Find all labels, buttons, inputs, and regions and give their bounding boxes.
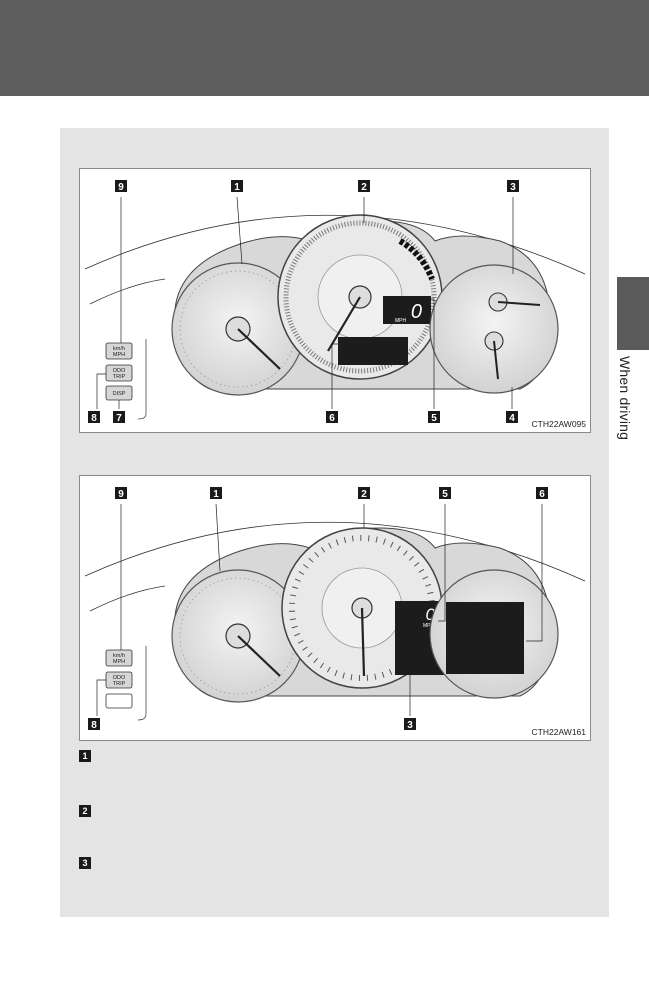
digital-speed-unit: MPH [395, 318, 407, 324]
callout-9: 9 [115, 180, 127, 193]
odo-button-label-top: ODO [113, 675, 126, 681]
figure-code: CTH22AW095 [531, 419, 586, 429]
unit-button-label-top: km/h [113, 653, 125, 659]
callout-2: 2 [358, 487, 370, 500]
legend-badge-2: 2 [79, 805, 91, 817]
digital-speed-unit: MPH [423, 623, 435, 629]
callout-leaders-1 [96, 196, 514, 409]
blank-button[interactable] [105, 693, 133, 709]
dash-arc-left [89, 585, 166, 612]
callout-9: 9 [115, 487, 127, 500]
svg-text:3: 3 [510, 182, 516, 193]
callout-5: 5 [428, 411, 440, 424]
section-tab [617, 277, 649, 350]
callout-6: 6 [536, 487, 548, 500]
dash-arc-outer [84, 521, 586, 582]
fuel-gauge-needle [497, 301, 541, 306]
dash-arc-outer [84, 214, 586, 275]
digital-speed-value: 0 [426, 605, 436, 624]
temp-gauge-needle [493, 340, 499, 380]
callout-5: 5 [439, 487, 451, 500]
multi-info-display [338, 337, 408, 365]
speedometer-needle [327, 296, 361, 352]
multi-info-display [446, 602, 524, 674]
cluster-diagram-2: 0 MPH km/h MPH ODO TRIP 9 1 2 5 6 8 3 [84, 487, 586, 731]
callout-3: 3 [507, 180, 519, 193]
section-label: When driving [617, 356, 633, 441]
instrument-cluster-figure-2: 0 MPH km/h MPH ODO TRIP 9 1 2 5 6 8 3 CT… [79, 475, 591, 741]
odo-trip-button[interactable] [105, 364, 133, 382]
figure-code: CTH22AW161 [531, 727, 586, 737]
svg-text:6: 6 [329, 413, 335, 424]
tachometer-needle [237, 328, 281, 370]
callout-8: 8 [88, 718, 100, 731]
svg-text:9: 9 [118, 489, 124, 500]
unit-switch-button[interactable] [105, 342, 133, 360]
cluster-diagram-1: 0 MPH km/h MPH ODO TRIP DISP 9 [84, 180, 586, 424]
svg-text:5: 5 [442, 489, 448, 500]
odo-button-label-bottom: TRIP [113, 374, 126, 380]
svg-text:1: 1 [213, 489, 219, 500]
callout-leaders-2 [96, 503, 543, 716]
callout-4: 4 [506, 411, 518, 424]
odo-button-label-top: ODO [113, 368, 126, 374]
fuel-temp-gauge [429, 264, 559, 394]
unit-switch-button[interactable] [105, 649, 133, 667]
unit-button-label-bottom: MPH [113, 659, 125, 665]
callout-2: 2 [358, 180, 370, 193]
svg-text:8: 8 [91, 413, 97, 424]
svg-text:8: 8 [91, 720, 97, 731]
unit-button-label-top: km/h [113, 346, 125, 352]
svg-text:2: 2 [361, 182, 367, 193]
callout-1: 1 [210, 487, 222, 500]
speedometer-ticks [283, 220, 437, 374]
legend-badge-1: 1 [79, 750, 91, 762]
svg-text:5: 5 [431, 413, 437, 424]
callout-1: 1 [231, 180, 243, 193]
callout-8: 8 [88, 411, 100, 424]
svg-text:9: 9 [118, 182, 124, 193]
callout-3: 3 [404, 718, 416, 731]
unit-button-label-bottom: MPH [113, 352, 125, 358]
instrument-cluster-figure-1: 0 MPH km/h MPH ODO TRIP DISP 9 [79, 168, 591, 433]
svg-text:1: 1 [234, 182, 240, 193]
svg-text:6: 6 [539, 489, 545, 500]
callout-6: 6 [326, 411, 338, 424]
digital-speed-display [383, 296, 431, 324]
svg-text:2: 2 [361, 489, 367, 500]
speedometer-redzone [398, 238, 435, 281]
svg-text:7: 7 [116, 413, 122, 424]
callout-7: 7 [113, 411, 125, 424]
digital-speed-value: 0 [411, 301, 422, 323]
legend-badge-3: 3 [79, 857, 91, 869]
dash-arc-left [89, 278, 166, 305]
odo-button-label-bottom: TRIP [113, 681, 126, 687]
speedometer-needle [360, 607, 366, 677]
tachometer-needle [237, 635, 281, 677]
svg-text:4: 4 [509, 413, 515, 424]
header-band [0, 0, 649, 96]
svg-text:3: 3 [407, 720, 413, 731]
disp-button-label: DISP [113, 391, 126, 397]
